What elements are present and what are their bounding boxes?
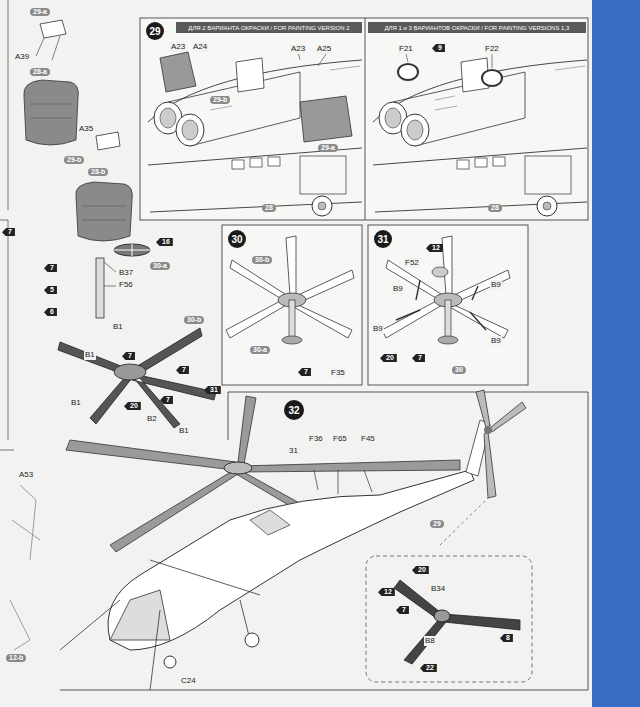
step-number: 30 [228, 230, 246, 248]
step-number: 32 [284, 400, 304, 420]
part-label: B34 [430, 584, 446, 594]
part-label: B9 [372, 324, 384, 334]
part-label: B9 [490, 280, 502, 290]
part-label: F65 [332, 434, 348, 444]
subassembly-tag: 28-a [30, 68, 50, 76]
header-text: ДЛЯ 2 ВАРИАНТА ОКРАСКИ / FOR PAINTING VE… [188, 25, 349, 31]
part-label: A23 [170, 42, 186, 52]
part-label: B2 [146, 414, 158, 424]
part-label: A25 [316, 44, 332, 54]
subassembly-tag: 30-a [150, 262, 170, 270]
part-label: B9 [392, 284, 404, 294]
subassembly-tag: 30-b [184, 316, 204, 324]
part-label: A39 [14, 52, 30, 62]
part-label: A24 [192, 42, 208, 52]
part-label: C24 [180, 676, 197, 686]
subassembly-tag: 30 [452, 366, 466, 374]
part-label: B37 [118, 268, 134, 278]
subassembly-tag: 29-b [64, 156, 84, 164]
part-label: F36 [308, 434, 324, 444]
subassembly-tag: 30-b [252, 256, 272, 264]
part-label: F52 [404, 258, 420, 268]
step-number-text: 29 [149, 26, 160, 37]
part-label: A35 [78, 124, 94, 134]
step-number: 29 [146, 22, 164, 40]
part-label: B1 [178, 426, 190, 436]
step-number-text: 31 [377, 234, 388, 245]
part-label: B8 [424, 636, 436, 646]
part-label: B9 [490, 336, 502, 346]
subassembly-tag: 28 [262, 204, 276, 212]
step-number-text: 30 [231, 234, 242, 245]
part-label: 31 [288, 446, 299, 456]
step-number: 31 [374, 230, 392, 248]
paint-version-header: ДЛЯ 1 и 3 ВАРИАНТОВ ОКРАСКИ / FOR PAINTI… [368, 22, 586, 33]
part-label: F56 [118, 280, 134, 290]
part-label: F21 [398, 44, 414, 54]
part-label: F45 [360, 434, 376, 444]
subassembly-tag: 30-a [250, 346, 270, 354]
subassembly-tag: 29-a [30, 8, 50, 16]
part-label: B1 [112, 322, 124, 332]
subassembly-tag: 29-a [318, 144, 338, 152]
part-label: A23 [290, 44, 306, 54]
part-label: B1 [84, 350, 96, 360]
subassembly-tag: 12-b [6, 654, 26, 662]
subassembly-tag: 29 [430, 520, 444, 528]
subassembly-tag: 28 [488, 204, 502, 212]
paint-version-header: ДЛЯ 2 ВАРИАНТА ОКРАСКИ / FOR PAINTING VE… [176, 22, 362, 33]
part-label: A53 [18, 470, 34, 480]
header-text: ДЛЯ 1 и 3 ВАРИАНТОВ ОКРАСКИ / FOR PAINTI… [385, 25, 570, 31]
subassembly-tag: 28-b [88, 168, 108, 176]
subassembly-tag: 29-b [210, 96, 230, 104]
part-label: F22 [484, 44, 500, 54]
part-label: F35 [330, 368, 346, 378]
step-number-text: 32 [288, 405, 299, 416]
part-label: B1 [70, 398, 82, 408]
